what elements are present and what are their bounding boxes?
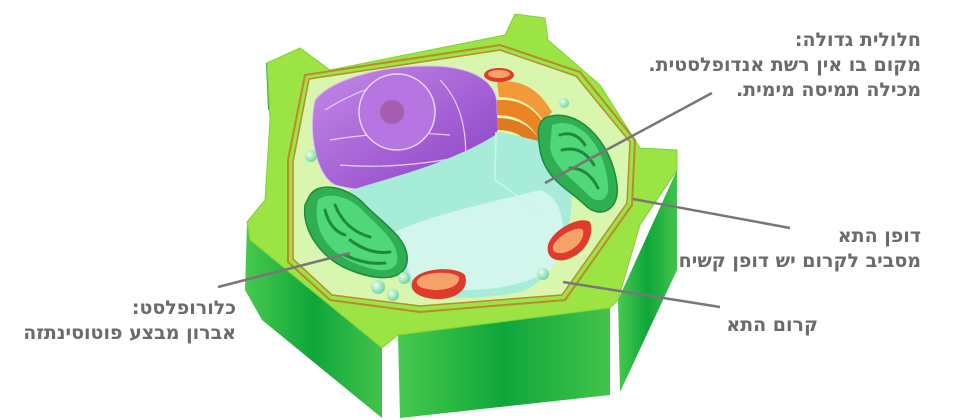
chloroplast-right	[537, 114, 618, 213]
wall-side-front	[398, 308, 610, 418]
leader-lines	[217, 91, 791, 309]
vesicle	[305, 150, 317, 162]
membrane-leader-line	[562, 280, 721, 309]
chloroplast-label-line1: אברון מבצע פוטוסינתזה	[23, 322, 236, 344]
vacuole-label-title: חלולית גדולה:	[794, 29, 921, 51]
vacuole-edge	[494, 131, 541, 213]
golgi-stack	[497, 81, 552, 122]
vacuole-label-line2: מכילה תמיסה מימית.	[735, 79, 921, 101]
vesicle	[537, 268, 549, 280]
mitochondrion-bottom	[411, 269, 466, 300]
vesicle	[559, 98, 569, 108]
cell-membrane-label-title: קרום התא	[726, 314, 818, 336]
vesicle	[398, 272, 410, 284]
vesicle	[387, 289, 399, 301]
nucleolus	[380, 100, 404, 124]
cell-wall-label-line1: מסביב לקרום יש דופן קשיח	[678, 250, 921, 272]
vacuole-label: חלולית גדולה: מקום בו אין רשת אנדופלסטית…	[648, 28, 921, 103]
golgi-apparatus	[497, 81, 552, 144]
vacuole-leader-line	[544, 91, 713, 185]
cell-wall-label: דופן התא מסביב לקרום יש דופן קשיח	[679, 224, 921, 274]
cell-membrane	[287, 43, 637, 314]
vacuole-label-line1: מקום בו אין רשת אנדופלסטית.	[648, 54, 921, 76]
vesicle	[371, 280, 385, 294]
golgi-stack	[497, 99, 547, 140]
cell-wall-label-title: דופן התא	[837, 225, 921, 247]
mitochondrion-inner	[488, 70, 510, 78]
mitochondrion-inner	[416, 272, 460, 290]
chloroplast-left	[303, 186, 408, 279]
thylakoids	[323, 203, 392, 265]
mitochondrion-right	[547, 220, 592, 261]
vesicles	[305, 98, 569, 301]
mitochondrion-top	[484, 68, 514, 82]
mitochondrion-inner	[552, 228, 584, 254]
vacuole-front	[395, 190, 564, 290]
cell-membrane-label: קרום התא	[726, 313, 818, 338]
cell-wall-leader-line	[632, 197, 791, 230]
chloroplast-label-title: כלורופלסט:	[131, 297, 236, 319]
wall-side-right	[618, 170, 677, 392]
golgi-stack	[497, 118, 539, 144]
chloroplast-label: כלורופלסט: אברון מבצע פוטוסינתזה	[23, 296, 236, 346]
chloroplast-leader-line	[217, 251, 351, 289]
